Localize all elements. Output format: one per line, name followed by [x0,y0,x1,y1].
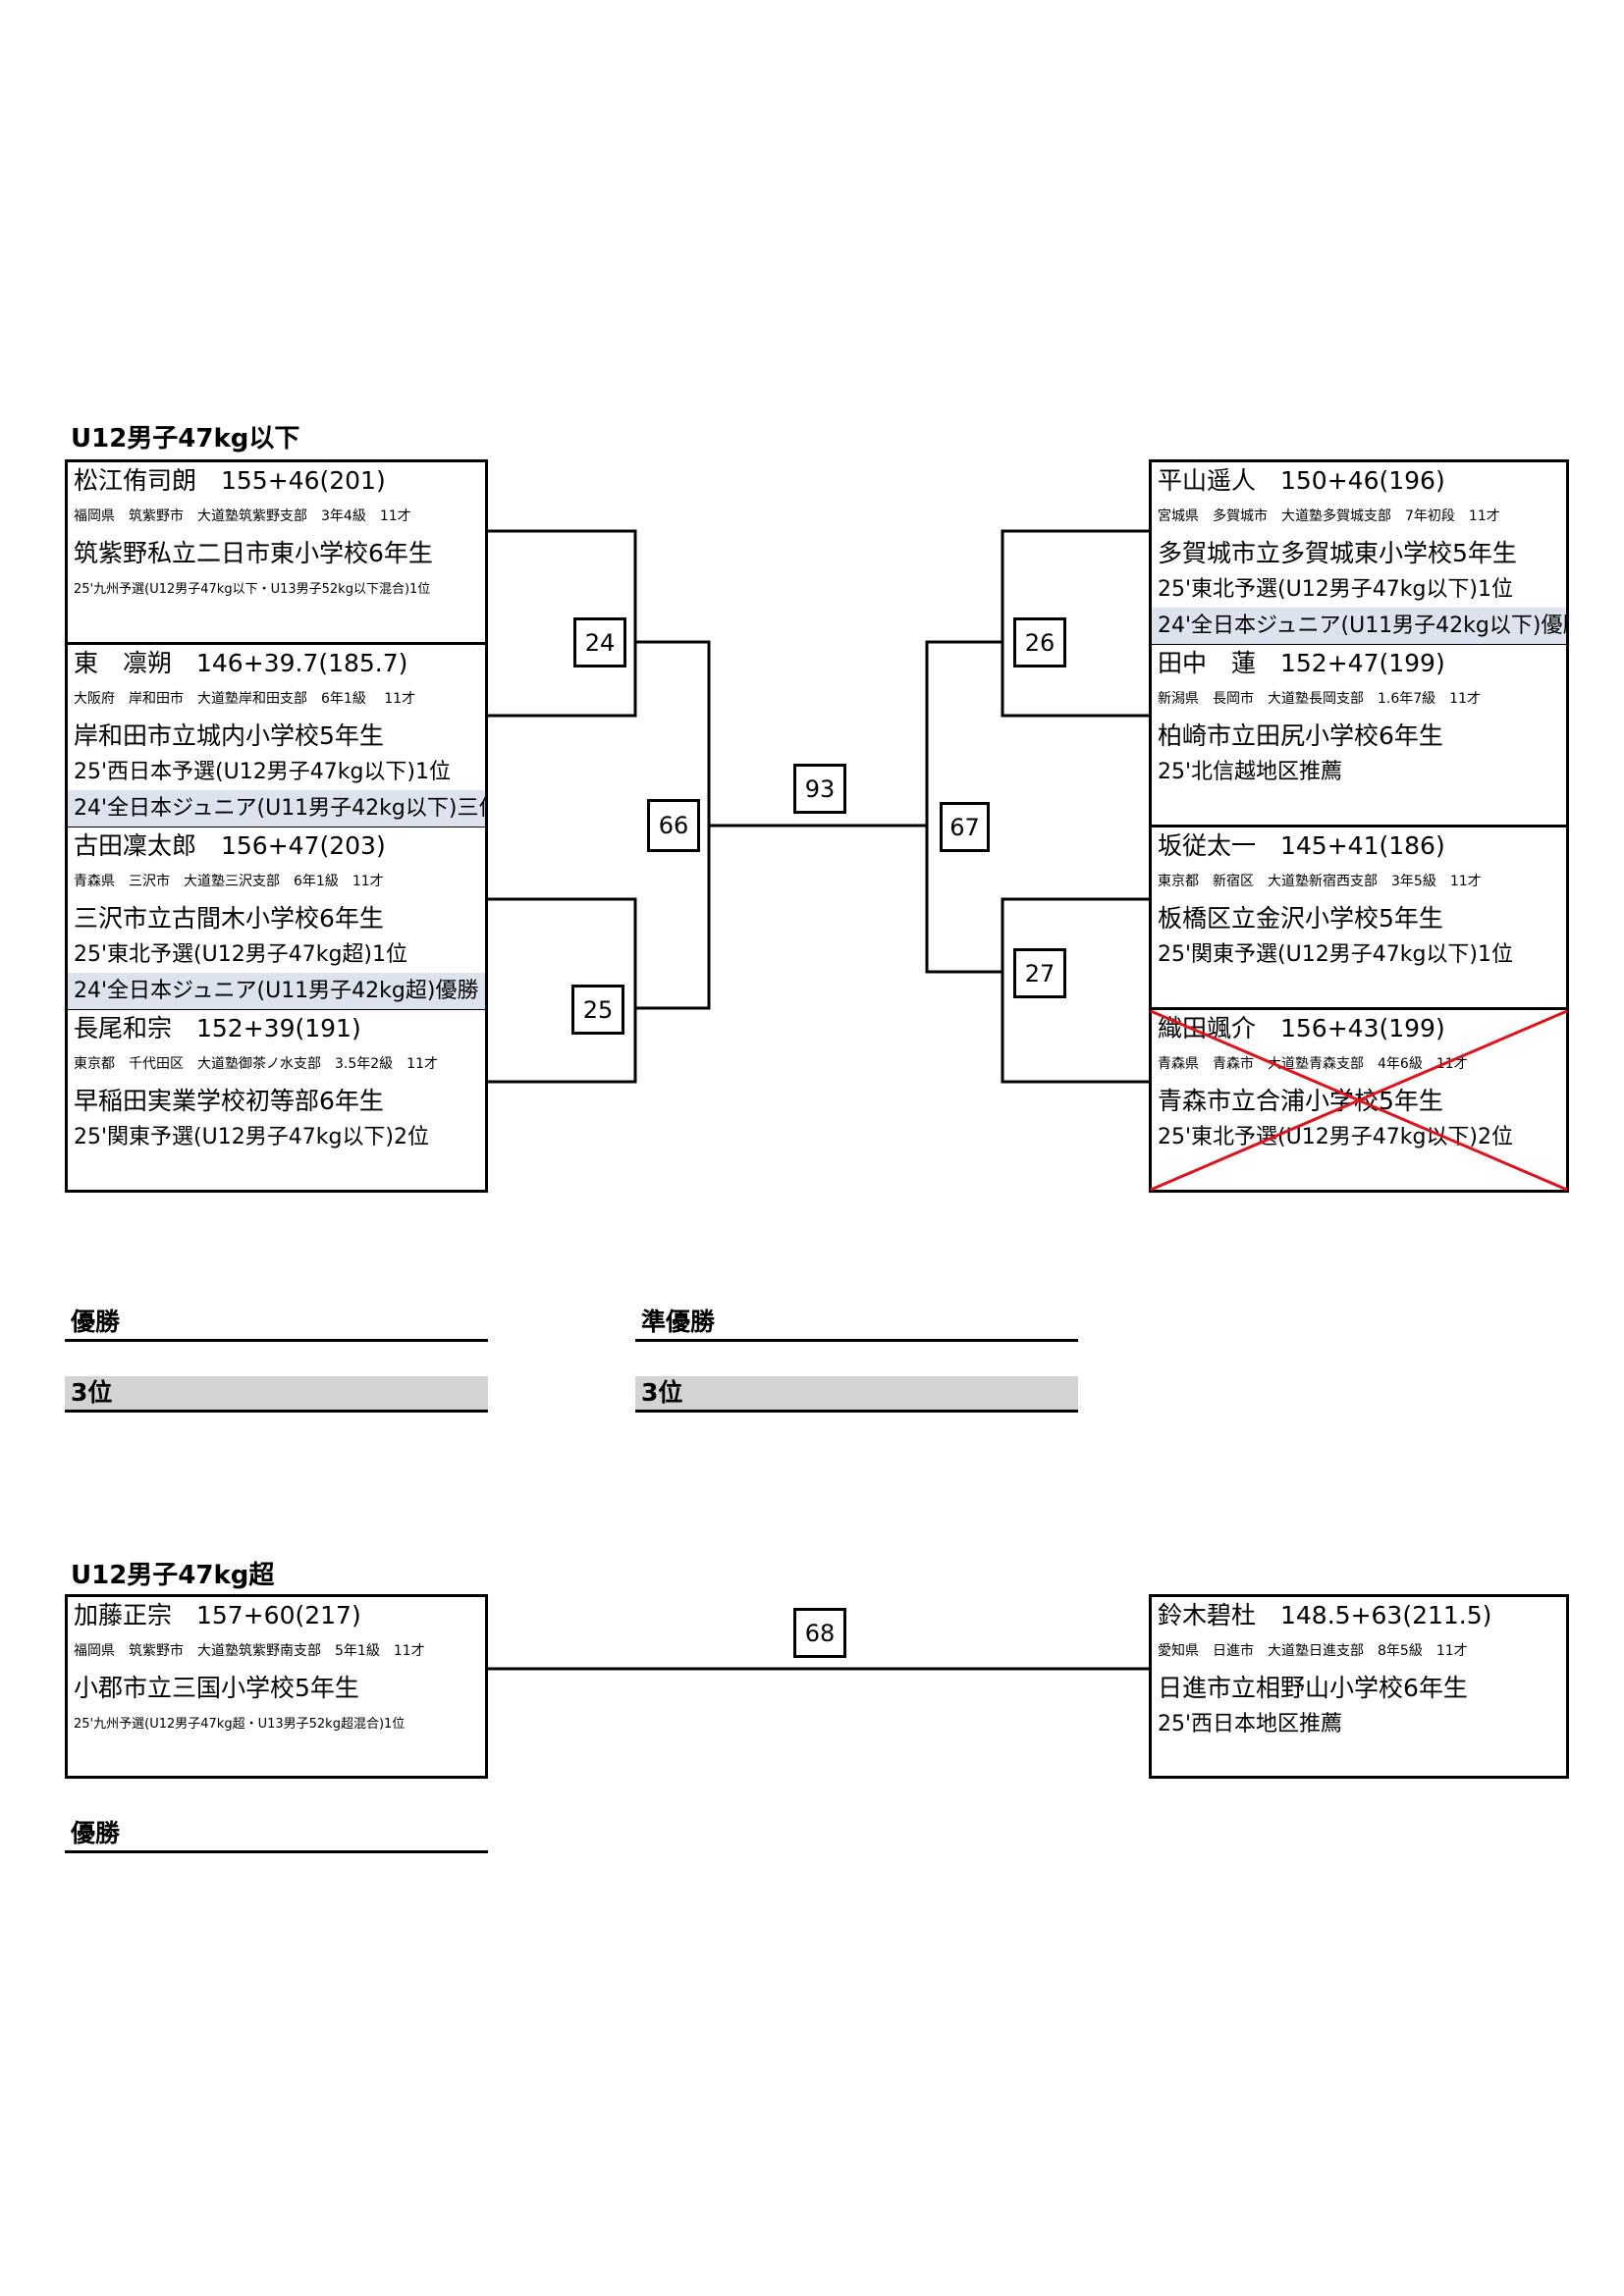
section-title: U12男子47kg超 [71,1561,275,1590]
participant-name: 鈴木碧杜 148.5+63(211.5) [1158,1601,1492,1629]
participant-name: 東 凛朔 146+39.7(185.7) [74,649,408,677]
result-champion: 優勝 [65,1817,488,1853]
participant-school: 日進市立相野山小学校6年生 [1158,1674,1468,1702]
participant-info: 東京都 新宿区 大道塾新宿西支部 3年5級 11才 [1158,874,1482,889]
result-third-b: 3位 [635,1376,1078,1413]
participant-info: 愛知県 日進市 大道塾日進支部 8年5級 11才 [1158,1643,1468,1659]
participant-entry: 鈴木碧杜 148.5+63(211.5) 愛知県 日進市 大道塾日進支部 8年5級… [1152,1597,1566,1780]
participant-school: 板橋区立金沢小学校5年生 [1158,904,1443,933]
participant-name: 田中 蓮 152+47(199) [1158,649,1445,677]
match-number-93: 93 [793,764,846,814]
participant-entry: 東 凛朔 146+39.7(185.7) 大阪府 岸和田市 大道塾岸和田支部 6年… [68,645,485,828]
participant-school: 早稲田実業学校初等部6年生 [74,1087,384,1115]
section-title: U12男子47kg以下 [71,424,300,454]
participant-entry-withdrawn: 織田颯介 156+43(199) 青森県 青森市 大道塾青森支部 4年6級 11才… [1152,1010,1566,1193]
left-bracket-entries: 松江侑司朗 155+46(201) 福岡県 筑紫野市 大道塾筑紫野支部 3年4級 … [65,459,488,1193]
qualification-note: 25'西日本予選(U12男子47kg以下)1位 [74,760,452,784]
highlighted-record: 24'全日本ジュニア(U11男子42kg超)優勝 [68,973,485,1009]
participant-info: 宮城県 多賀城市 大道塾多賀城支部 7年初段 11才 [1158,508,1500,524]
participant-name: 松江侑司朗 155+46(201) [74,466,386,495]
participant-school: 多賀城市立多賀城東小学校5年生 [1158,539,1517,567]
qualification-note: 25'北信越地区推薦 [1158,760,1343,784]
participant-info: 福岡県 筑紫野市 大道塾筑紫野支部 3年4級 11才 [74,508,411,524]
participant-info: 福岡県 筑紫野市 大道塾筑紫野南支部 5年1級 11才 [74,1643,425,1659]
participant-school: 三沢市立古間木小学校6年生 [74,904,384,933]
qualification-note: 25'九州予選(U12男子47kg以下・U13男子52kg以下混合)1位 [74,582,431,597]
match-number-26: 26 [1013,617,1066,667]
qualification-note: 25'東北予選(U12男子47kg以下)2位 [1158,1125,1514,1149]
participant-school: 岸和田市立城内小学校5年生 [74,721,384,750]
participant-name: 織田颯介 156+43(199) [1158,1014,1445,1042]
participant-entry: 平山遥人 150+46(196) 宮城県 多賀城市 大道塾多賀城支部 7年初段 1… [1152,462,1566,645]
result-runner-up: 準優勝 [635,1306,1078,1342]
participant-info: 新潟県 長岡市 大道塾長岡支部 1.6年7級 11才 [1158,691,1481,707]
participant-info: 大阪府 岸和田市 大道塾岸和田支部 6年1級 11才 [74,691,416,707]
participant-info: 東京都 千代田区 大道塾御茶ノ水支部 3.5年2級 11才 [74,1056,438,1072]
right-bracket-entries: 平山遥人 150+46(196) 宮城県 多賀城市 大道塾多賀城支部 7年初段 1… [1149,459,1569,1193]
participant-info: 青森県 三沢市 大道塾三沢支部 6年1級 11才 [74,874,384,889]
left-bracket-entries: 加藤正宗 157+60(217) 福岡県 筑紫野市 大道塾筑紫野南支部 5年1級 … [65,1594,488,1779]
qualification-note: 25'九州予選(U12男子47kg超・U13男子52kg超混合)1位 [74,1717,406,1732]
participant-entry: 田中 蓮 152+47(199) 新潟県 長岡市 大道塾長岡支部 1.6年7級 1… [1152,645,1566,828]
participant-entry: 松江侑司朗 155+46(201) 福岡県 筑紫野市 大道塾筑紫野支部 3年4級 … [68,462,485,645]
qualification-note: 25'東北予選(U12男子47kg超)1位 [74,942,408,967]
qualification-note: 25'東北予選(U12男子47kg以下)1位 [1158,577,1514,602]
participant-school: 筑紫野私立二日市東小学校6年生 [74,539,433,567]
participant-school: 青森市立合浦小学校5年生 [1158,1087,1443,1115]
highlighted-record: 24'全日本ジュニア(U11男子42kg以下)三位 [68,790,485,827]
match-number-68: 68 [793,1608,846,1658]
participant-name: 加藤正宗 157+60(217) [74,1601,361,1629]
participant-entry: 加藤正宗 157+60(217) 福岡県 筑紫野市 大道塾筑紫野南支部 5年1級 … [68,1597,485,1780]
result-champion: 優勝 [65,1306,488,1342]
highlighted-record: 24'全日本ジュニア(U11男子42kg以下)優勝 [1152,608,1566,644]
participant-name: 古田凜太郎 156+47(203) [74,831,386,860]
withdrawn-cross-icon [1150,1009,1568,1192]
match-number-67: 67 [940,802,990,852]
participant-name: 坂従太一 145+41(186) [1158,831,1445,860]
result-third-a: 3位 [65,1376,488,1413]
qualification-note: 25'関東予選(U12男子47kg以下)1位 [1158,942,1514,967]
participant-entry: 長尾和宗 152+39(191) 東京都 千代田区 大道塾御茶ノ水支部 3.5年2… [68,1010,485,1193]
participant-name: 長尾和宗 152+39(191) [74,1014,361,1042]
participant-entry: 古田凜太郎 156+47(203) 青森県 三沢市 大道塾三沢支部 6年1級 11… [68,828,485,1010]
qualification-note: 25'関東予選(U12男子47kg以下)2位 [74,1125,430,1149]
right-bracket-entries: 鈴木碧杜 148.5+63(211.5) 愛知県 日進市 大道塾日進支部 8年5級… [1149,1594,1569,1779]
match-number-25: 25 [571,985,624,1035]
match-number-66: 66 [647,799,700,852]
participant-school: 柏崎市立田尻小学校6年生 [1158,721,1443,750]
participant-entry: 坂従太一 145+41(186) 東京都 新宿区 大道塾新宿西支部 3年5級 11… [1152,828,1566,1010]
participant-name: 平山遥人 150+46(196) [1158,466,1445,495]
match-number-27: 27 [1013,948,1066,998]
participant-info: 青森県 青森市 大道塾青森支部 4年6級 11才 [1158,1056,1468,1072]
participant-school: 小郡市立三国小学校5年生 [74,1674,359,1702]
match-number-24: 24 [573,617,626,667]
qualification-note: 25'西日本地区推薦 [1158,1712,1343,1736]
